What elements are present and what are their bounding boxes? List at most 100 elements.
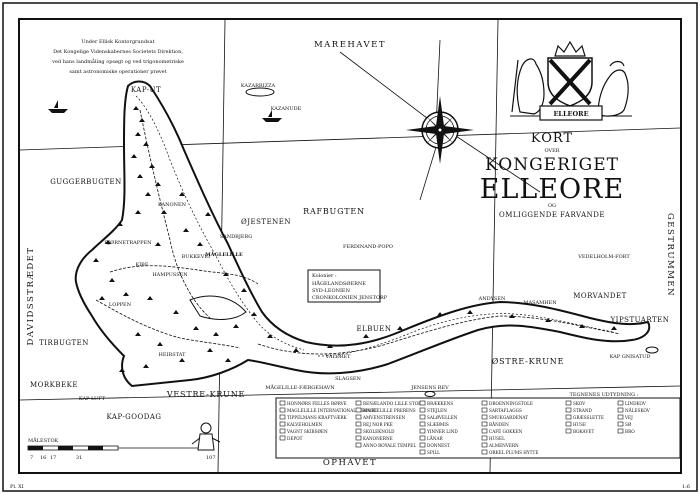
hill-mark	[179, 358, 185, 362]
hill-mark	[157, 342, 163, 346]
label-sandbjerg: SANDBJERG	[220, 234, 253, 240]
label-vedelholm-fort: VEDELHOLM-FORT	[577, 254, 630, 260]
title-kort: KORT	[531, 131, 573, 146]
legend-item: DONNEST	[427, 443, 450, 448]
label-yipstuarten: YIPSTUARTEN	[610, 316, 670, 324]
title-og: OG	[548, 203, 556, 209]
colonies-box: Kolonier : HÅGELANDSØERNE SYD-LEONIEN CR…	[307, 269, 388, 303]
hill-mark	[105, 240, 111, 244]
hill-mark	[179, 192, 185, 196]
label-kanonen: KANONEN	[158, 202, 187, 208]
hill-mark	[131, 154, 137, 158]
island-elleore	[74, 80, 651, 388]
legend-item: KANONERNE	[363, 436, 393, 441]
legend-symbol-icon	[279, 414, 286, 420]
hill-mark	[123, 292, 129, 296]
label-bjornetrappen: BJØRNETRAPPEN	[104, 239, 152, 246]
legend-item: STRAND	[573, 408, 593, 413]
colony-2: SYD-LEONIEN	[312, 288, 351, 294]
hill-mark	[205, 212, 211, 216]
legend-item: MAGLELILLE PRERENS	[363, 408, 416, 413]
hill-mark	[133, 106, 139, 110]
hill-mark	[213, 332, 219, 336]
legend-symbol-icon	[419, 414, 426, 420]
sea-north: MAREHAVET	[314, 40, 386, 50]
hill-mark	[225, 358, 231, 362]
hill-mark	[437, 312, 443, 316]
hill-mark	[545, 318, 551, 322]
scale-label: MÅLESTOK	[28, 436, 59, 444]
legend-heading: TEGNENES UDTYDNING :	[570, 392, 639, 398]
legend-item: LINDKOV	[625, 401, 647, 406]
label-ferdinand-popo: FERDINAND-POPO	[343, 244, 393, 250]
hill-mark	[183, 228, 189, 232]
label-valoret: VALØRET	[324, 353, 351, 360]
hill-mark	[119, 368, 125, 372]
figure-illustration-icon	[191, 422, 221, 451]
label-guggerbugten: GUGGERBUGTEN	[50, 178, 122, 186]
hill-mark	[135, 332, 141, 336]
terrain-marks	[93, 106, 617, 372]
legend-symbol-icon	[355, 414, 362, 420]
map-title: KORT OVER KONGERIGET ELLEORE OG OMLIGGEN…	[480, 131, 623, 219]
supporter-left-icon	[516, 58, 545, 115]
legend-symbol-icon	[355, 428, 362, 434]
legend-symbol-icon	[565, 407, 572, 413]
hill-mark	[93, 258, 99, 262]
legend-item: ALMENVERN	[488, 443, 519, 448]
legend-symbol-icon	[279, 421, 286, 427]
label-andysen: ANDYSEN	[478, 296, 506, 302]
hill-mark	[327, 344, 333, 348]
hill-mark	[99, 296, 105, 300]
hill-mark	[143, 142, 149, 146]
label-kap-goodag: KAP-GOODAG	[106, 413, 161, 421]
legend-symbol-icon	[617, 400, 624, 406]
coat-of-arms: ELLEORE	[510, 40, 632, 121]
legend-symbol-icon	[355, 421, 362, 427]
hill-mark	[135, 132, 141, 136]
crest-banner-text: ELLEORE	[553, 110, 588, 118]
scale-tick-5: 107	[206, 455, 216, 461]
hill-mark	[611, 326, 617, 330]
legend-symbol-icon	[419, 421, 426, 427]
label-kap-ut: KAP-UT	[131, 86, 161, 94]
legend-item: SARTAFLAGGS	[489, 408, 522, 413]
supporter-right-icon	[597, 69, 629, 117]
legend-item: SPILL	[427, 450, 440, 455]
legend-item: STEJLEN	[427, 408, 447, 413]
scale-tick-4: 31	[76, 455, 82, 461]
hill-mark	[267, 334, 273, 338]
hill-mark	[293, 348, 299, 352]
colony-1: HÅGELANDSØERNE	[312, 279, 366, 287]
sea-south: OPHAVET	[323, 458, 377, 468]
legend-symbol-icon	[565, 428, 572, 434]
place-labels: KAP-UT KAZARRIZZA KAZANUDE GUGGERBUGTEN …	[30, 83, 669, 421]
legend-item: ORKEL PLUMS HYTTE	[489, 450, 538, 455]
legend-item: SKOV	[573, 401, 586, 406]
legend-item: ANNO ROYALE TEMPEL	[362, 443, 416, 448]
legend-symbol-icon	[617, 421, 624, 427]
small-islets	[245, 87, 659, 397]
legend-symbol-icon	[617, 407, 624, 413]
legend-item: SLÆBMIS	[427, 422, 449, 427]
legend-item: BRÆKKENS	[427, 401, 453, 406]
legend-symbol-icon	[419, 442, 426, 448]
legend-symbol-icon	[481, 449, 488, 455]
colony-3: CRONKOLONIEN JENSTORP	[312, 295, 388, 301]
hill-mark	[207, 348, 213, 352]
hill-mark	[137, 174, 143, 178]
legend-item: HONNØRS FELLES BØRVE	[287, 401, 347, 406]
hill-mark	[109, 278, 115, 282]
legend-item: GRÆSSLETTE	[573, 415, 604, 420]
legend-symbol-icon	[355, 407, 362, 413]
legend-symbol-icon	[481, 421, 488, 427]
colonies-heading: Kolonier :	[312, 273, 337, 279]
hill-mark	[251, 312, 257, 316]
label-maglelille: MÅGLELILLE	[205, 250, 243, 258]
crown-icon	[554, 40, 586, 57]
label-loppen: LOPPEN	[109, 302, 132, 308]
legend-symbol-icon	[419, 407, 426, 413]
legend-item: VEJ	[624, 415, 633, 420]
legend-item: SALØVELLEN	[427, 415, 458, 420]
